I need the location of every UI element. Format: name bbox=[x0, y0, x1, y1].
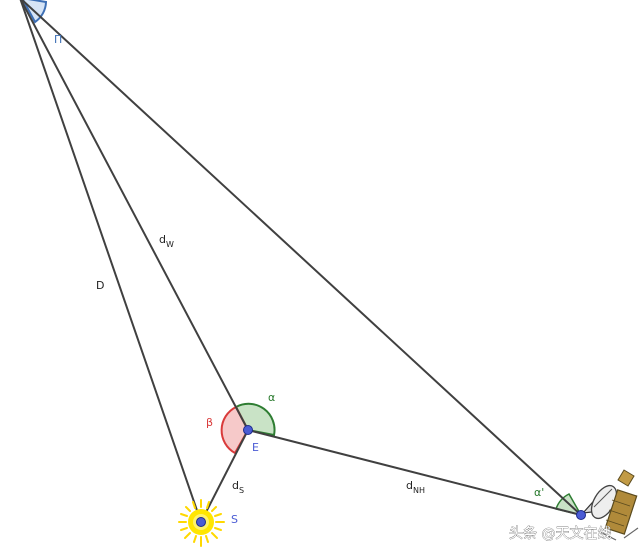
line-dNH bbox=[247, 429, 582, 516]
angle-pi-label: Π bbox=[54, 33, 62, 46]
point-E bbox=[243, 425, 253, 435]
point-spacecraft bbox=[576, 510, 586, 520]
line-dW bbox=[19, 0, 249, 431]
segment-dNH-label: dNH bbox=[406, 479, 425, 495]
angle-alpha-prime-label: α' bbox=[534, 486, 544, 499]
segment-D-label: D bbox=[96, 279, 104, 292]
point-E-label: E bbox=[252, 441, 259, 454]
segment-dS-label: dS bbox=[232, 479, 244, 495]
sun-icon bbox=[178, 499, 225, 547]
angle-beta-label: β bbox=[206, 416, 213, 429]
line-far bbox=[20, 0, 582, 516]
point-S-label: S bbox=[231, 513, 238, 526]
line-dS bbox=[200, 429, 249, 523]
spacecraft-icon bbox=[581, 469, 639, 541]
angle-alpha-arc bbox=[234, 402, 276, 437]
line-D bbox=[19, 0, 202, 523]
angle-alpha-label: α bbox=[268, 391, 275, 404]
segment-dW-label: dW bbox=[159, 233, 174, 249]
watermark-text: 头条 @天文在线 bbox=[509, 525, 611, 542]
